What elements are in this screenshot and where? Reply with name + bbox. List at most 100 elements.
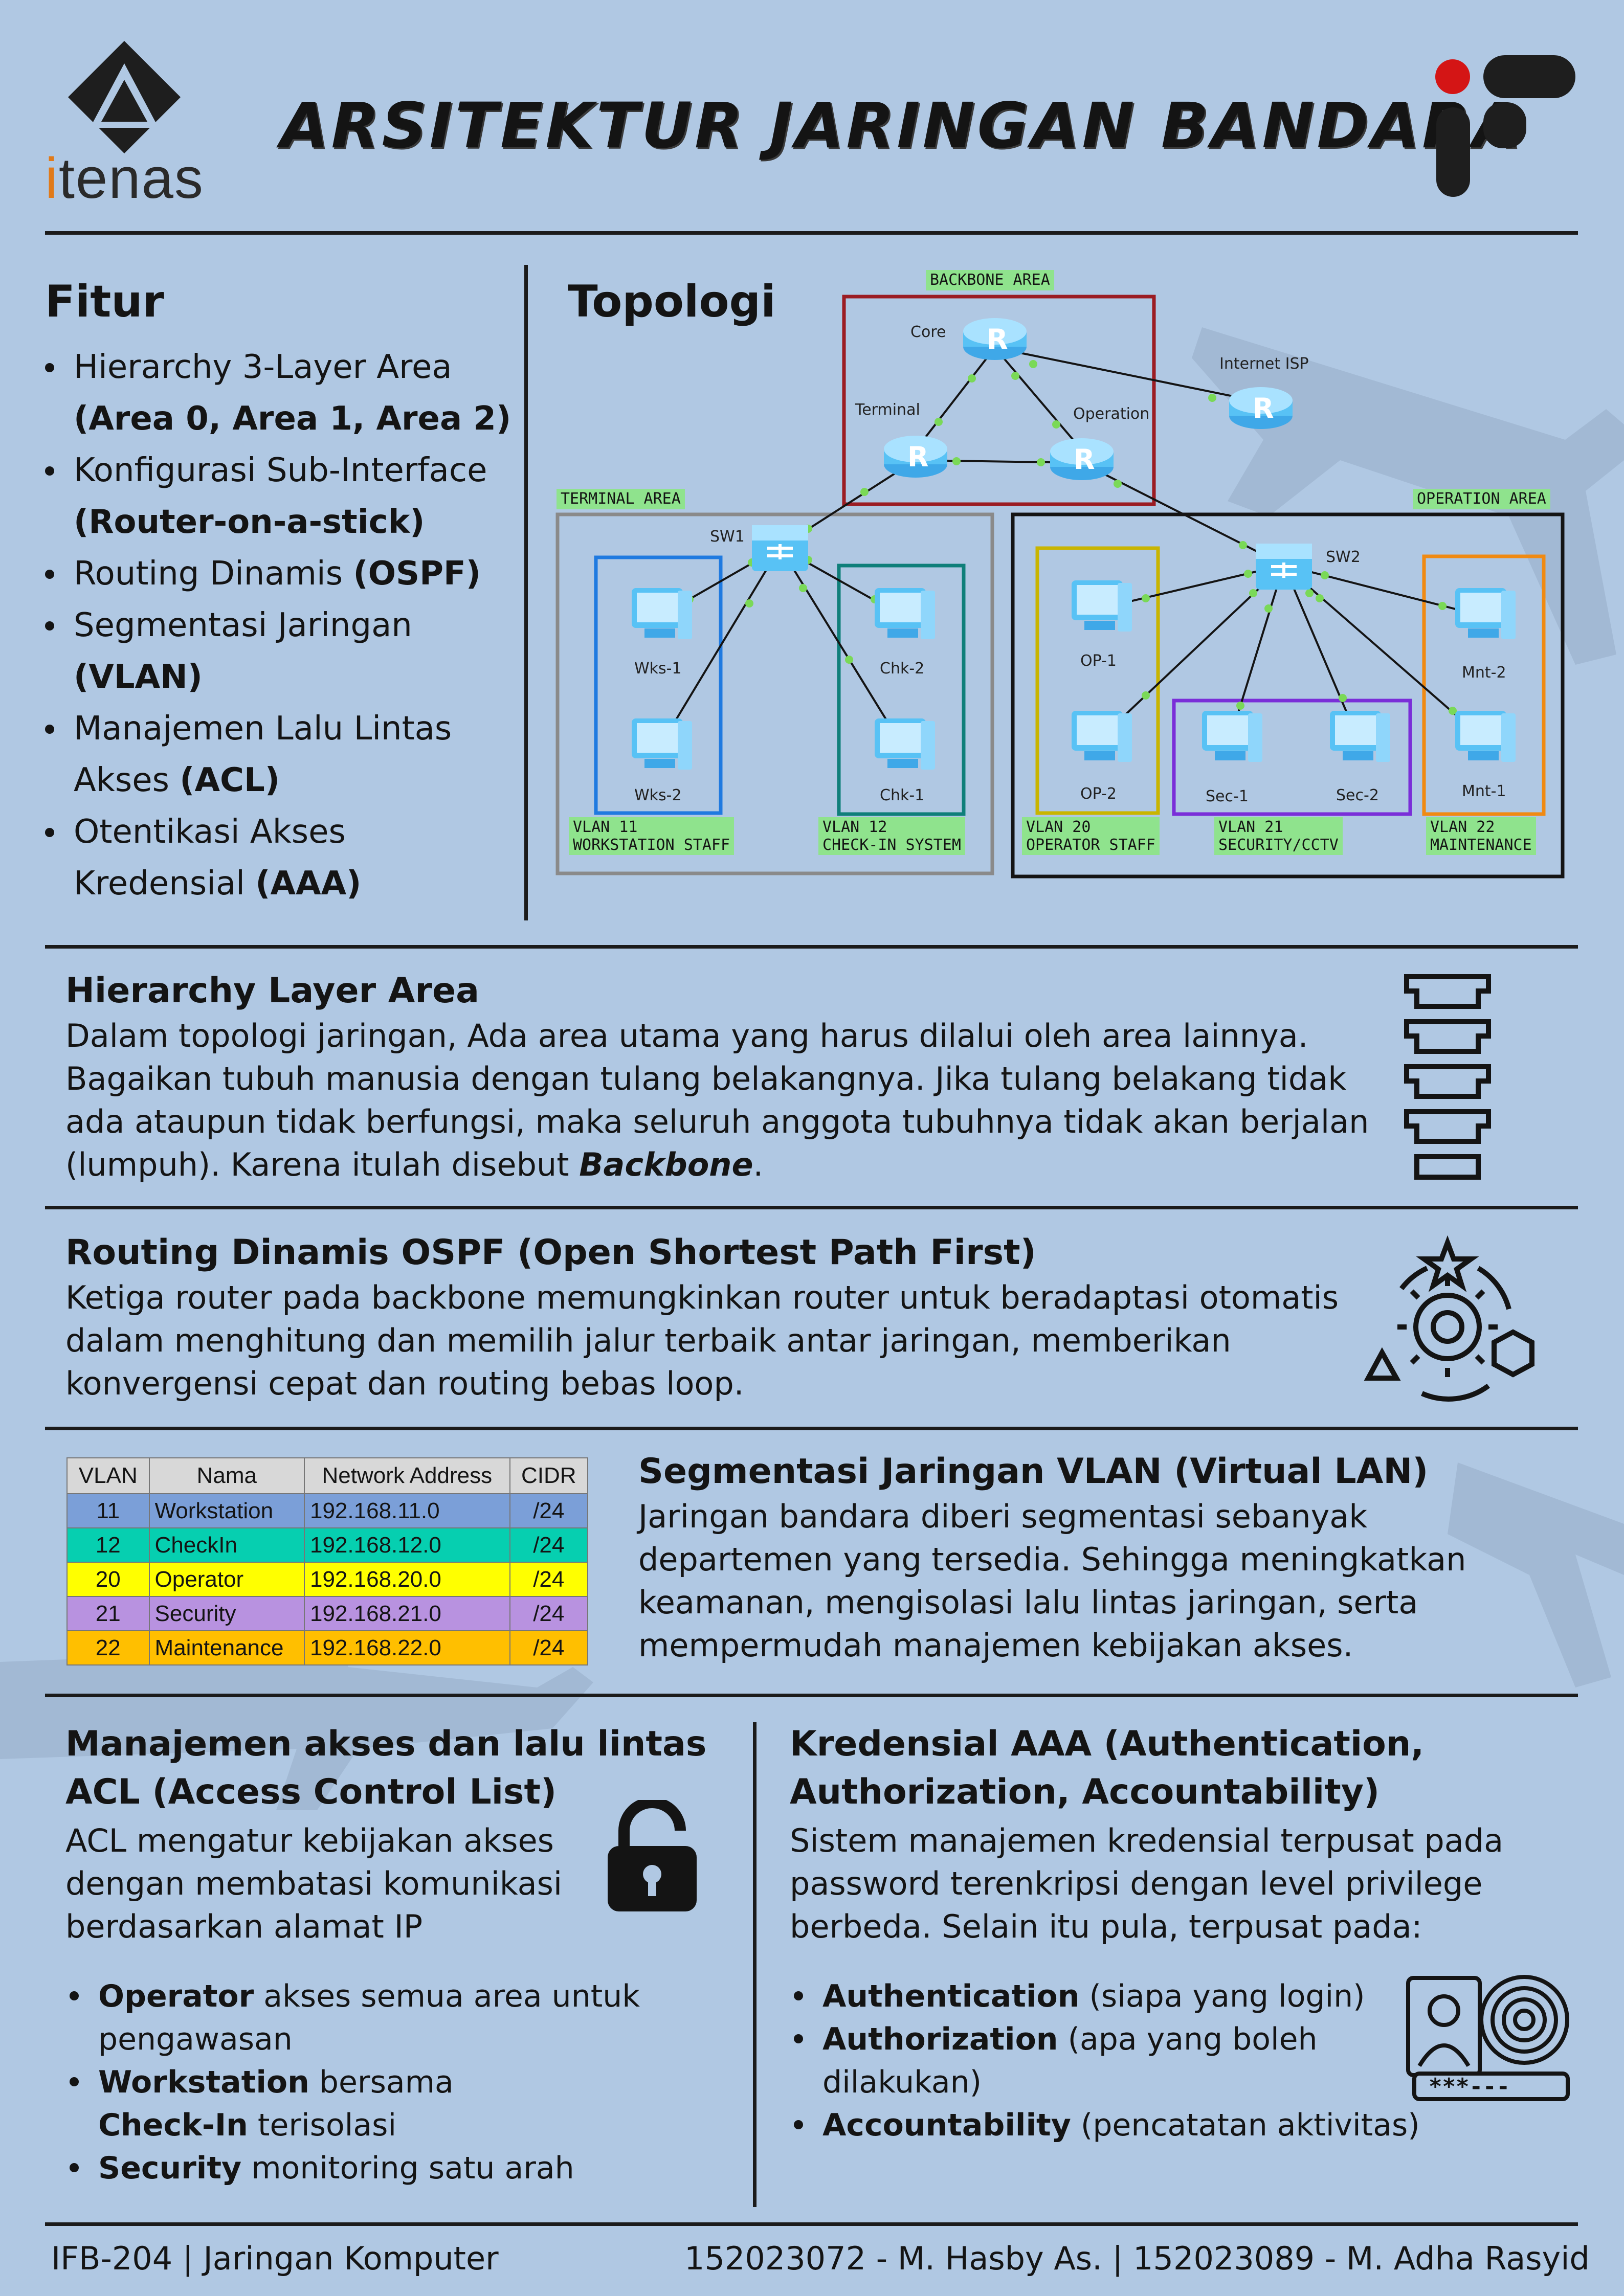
vlan-table-cell-network: 192.168.21.0 (303, 1596, 510, 1631)
fitur-divider (524, 265, 528, 920)
pc-icon (1202, 711, 1262, 762)
vlan-table-cell-nama: Maintenance (148, 1630, 305, 1665)
aaa-list: Authentication (siapa yang login) Author… (790, 1975, 1434, 2147)
fitur-heading: Fitur (45, 276, 164, 327)
vlan21-box (1172, 699, 1412, 816)
backbone-area-box (842, 295, 1156, 506)
vlan-table-cell-vlan: 21 (66, 1596, 150, 1631)
if-logo-icon (1435, 55, 1575, 197)
router-isp-label: Internet ISP (1219, 355, 1309, 373)
vlan-table-cell-cidr: /24 (509, 1493, 589, 1528)
pc-chk1-label: Chk-1 (880, 786, 925, 804)
gear-cycle-icon (1364, 1235, 1534, 1402)
pc-icon (875, 718, 935, 770)
vlan-table-cell-network: 192.168.20.0 (303, 1562, 510, 1597)
vlan-table-header-cell: Network Address (303, 1457, 510, 1494)
vlan-table-cell-nama: Operator (148, 1562, 305, 1597)
fitur-item: Segmentasi Jaringan(VLAN) (45, 600, 516, 703)
acl-item-operator: Operator akses semua area untuk pengawas… (65, 1975, 659, 2061)
vlan-table-cell-cidr: /24 (509, 1596, 589, 1631)
vlan-table-cell-network: 192.168.12.0 (303, 1527, 510, 1563)
password-mask: ***--- (1429, 2074, 1510, 2100)
aaa-item-authorization: Authorization (apa yang boleh dilakukan) (790, 2018, 1434, 2104)
itenas-wordmark: tenas (58, 146, 204, 210)
if-logo (1427, 51, 1581, 205)
router-terminal-label: Terminal (855, 401, 920, 419)
hierarchy-heading: Hierarchy Layer Area (65, 971, 479, 1011)
hierarchy-body: Dalam topologi jaringan, Ada area utama … (65, 1017, 1369, 1183)
vlan20-box (1035, 546, 1160, 815)
page-title: ARSITEKTUR JARINGAN BANDARA (280, 89, 1524, 162)
vlan-table-cell-nama: Workstation (148, 1493, 305, 1528)
unlocked-padlock-icon (608, 1800, 697, 1911)
acl-item-security: Security monitoring satu arah (65, 2147, 659, 2190)
backbone-area-tag: BACKBONE AREA (926, 270, 1054, 290)
pc-icon (632, 588, 692, 639)
fitur-list: Hierarchy 3-Layer Area(Area 0, Area 1, A… (45, 342, 516, 910)
pc-op2-label: OP-2 (1080, 785, 1117, 803)
pc-sec2-label: Sec-2 (1336, 786, 1379, 804)
pc-chk2-label: Chk-2 (880, 660, 925, 678)
aaa-body: Sistem manajemen kredensial terpusat pad… (790, 1822, 1504, 1945)
vlan22-box (1422, 554, 1546, 816)
aaa-item-authentication: Authentication (siapa yang login) (790, 1975, 1434, 2018)
topology-links: R R R R (555, 295, 1565, 879)
footer-authors: 152023072 - M. Hasby As. | 152023089 - M… (684, 2240, 1590, 2277)
terminal-area-box (555, 512, 994, 875)
pc-mnt2-label: Mnt-2 (1462, 664, 1506, 682)
switch-icons (752, 525, 1312, 590)
pc-icon (875, 588, 935, 639)
operation-area-tag: OPERATION AREA (1413, 489, 1550, 509)
pc-sec1-label: Sec-1 (1206, 787, 1249, 805)
aaa-item-accountability: Accountability (pencatatan aktivitas) (790, 2104, 1434, 2147)
topology-diagram: R R R R BACKBONE AREA TERMINAL AREA OPER… (0, 0, 1624, 920)
segmentasi-body: Jaringan bandara diberi segmentasi seban… (638, 1498, 1466, 1664)
vlan12-box (837, 564, 966, 816)
svg-text:R: R (987, 323, 1008, 355)
vlan-table-cell-vlan: 12 (66, 1527, 150, 1563)
vlan-table-cell-vlan: 20 (66, 1562, 150, 1597)
ospf-heading: Routing Dinamis OSPF (Open Shortest Path… (65, 1232, 1036, 1273)
operation-area-box (1011, 512, 1565, 879)
footer-course: IFB-204 | Jaringan Komputer (51, 2240, 499, 2277)
vlan-table-header-cell: Nama (148, 1457, 305, 1494)
vlan-table-cell-vlan: 11 (66, 1493, 150, 1528)
fitur-item: Routing Dinamis (OSPF) (45, 548, 516, 600)
vlan-table-header-cell: VLAN (66, 1457, 150, 1494)
vlan-table-cell-nama: CheckIn (148, 1527, 305, 1563)
pc-icon (1455, 711, 1516, 762)
vlan-table-cell-network: 192.168.22.0 (303, 1630, 510, 1665)
pc-icon (1455, 588, 1516, 639)
pc-op1-label: OP-1 (1080, 652, 1117, 670)
svg-text:R: R (1253, 392, 1274, 424)
section-divider-3 (45, 1427, 1578, 1430)
acl-item-workstation: Workstation bersama Check-In terisolasi (65, 2061, 659, 2147)
credential-fingerprint-icon: ***--- (1406, 1975, 1570, 2101)
spine-icon (1404, 974, 1491, 1180)
vlan-table-cell-nama: Security (148, 1596, 305, 1631)
section-divider-4 (45, 1694, 1578, 1697)
sw1-label: SW1 (710, 528, 745, 546)
fitur-item: Konfigurasi Sub-Interface(Router-on-a-st… (45, 445, 516, 548)
sw2-label: SW2 (1326, 548, 1361, 566)
pc-wks1-label: Wks-1 (634, 660, 682, 678)
fitur-item: Manajemen Lalu Lintas Akses (ACL) (45, 703, 516, 806)
pc-icon (1330, 711, 1390, 762)
section-divider-1 (45, 945, 1578, 949)
acl-list: Operator akses semua area untuk pengawas… (65, 1975, 659, 2190)
segmentasi-heading: Segmentasi Jaringan VLAN (Virtual LAN) (638, 1451, 1429, 1492)
vlan-table-cell-vlan: 22 (66, 1630, 150, 1665)
itenas-logo: itenas (45, 38, 214, 210)
aaa-heading: Kredensial AAA (Authentication,Authoriza… (790, 1724, 1425, 1812)
router-core-label: Core (910, 323, 946, 341)
